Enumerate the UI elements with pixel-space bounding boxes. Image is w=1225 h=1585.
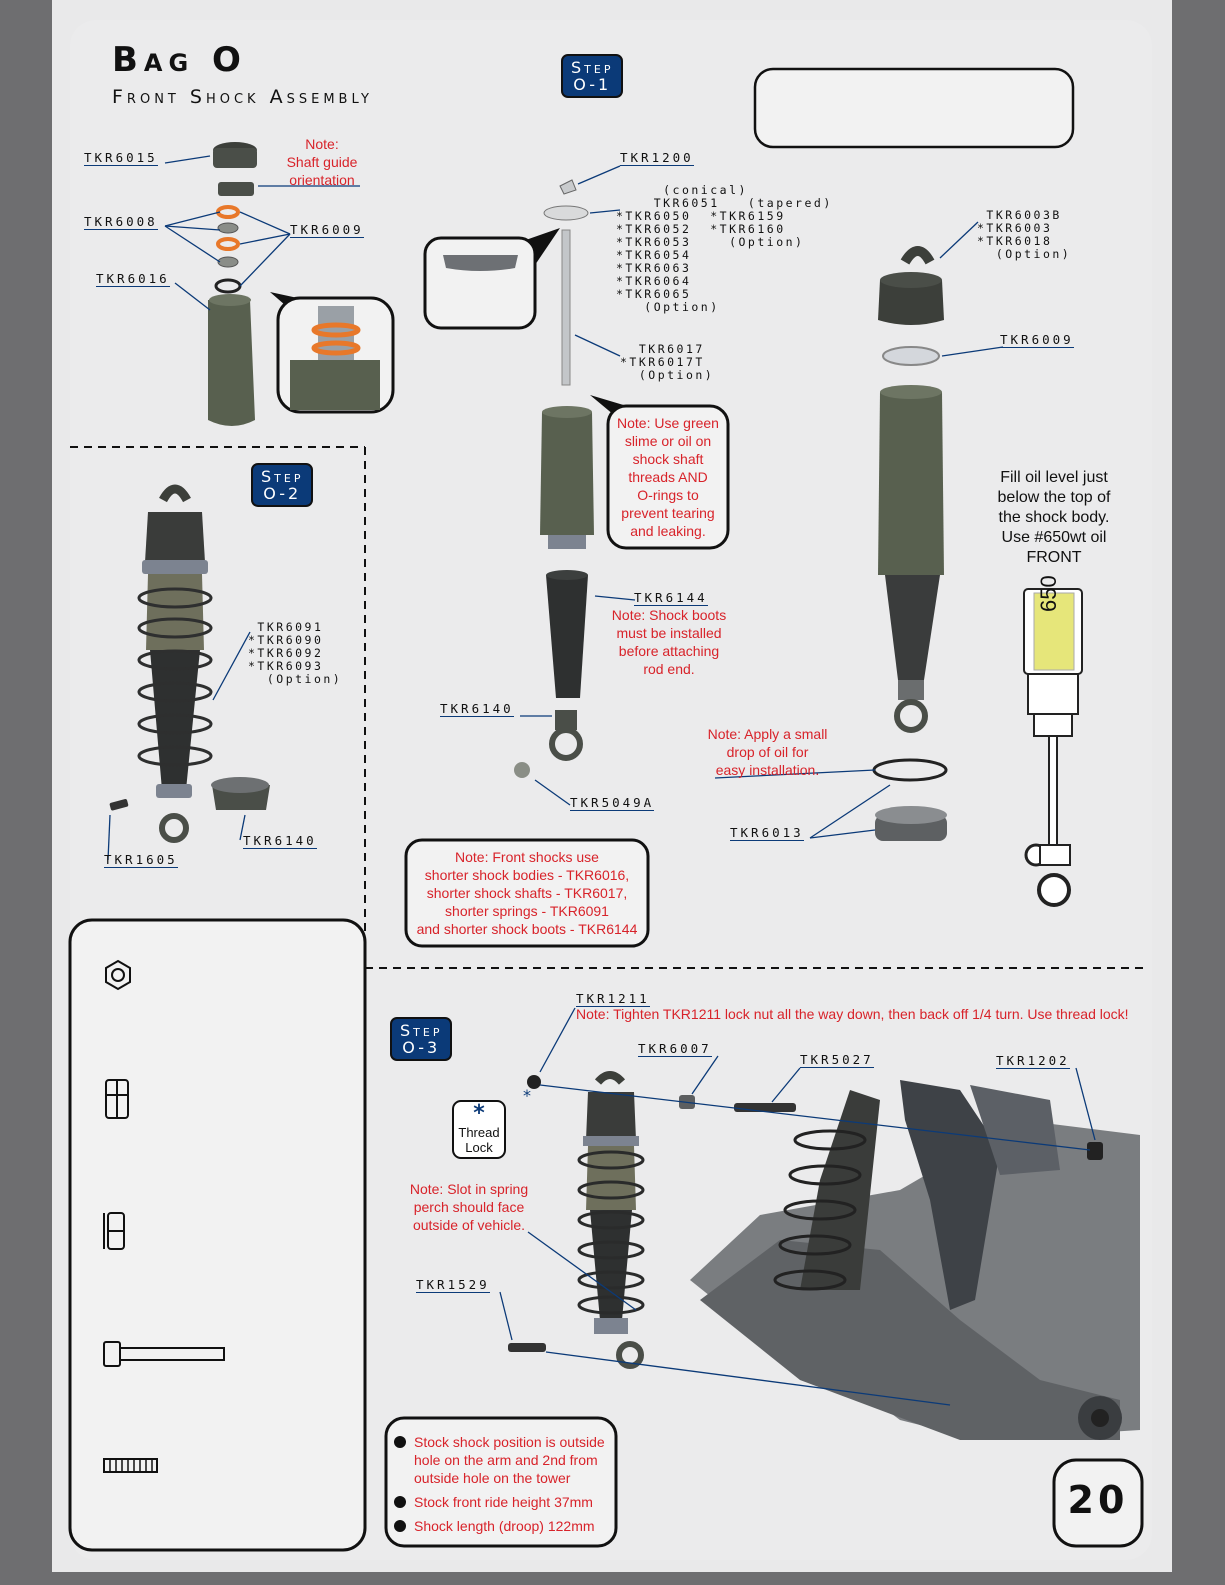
lock-nut-side-icon — [105, 1079, 129, 1119]
setup-notes-box — [384, 1416, 618, 1548]
setup-note-text: Stock shock position is outside hole on … — [414, 1434, 605, 1486]
part-label-tkr5027: TKR5027 — [800, 1052, 874, 1068]
step-label: Step — [571, 58, 614, 77]
note-oil-drop: Note: Apply a small drop of oil for easy… — [707, 726, 828, 778]
thread-lock-tag — [452, 1100, 506, 1159]
setup-notes-list: Stock shock position is outside hole on … — [394, 1433, 608, 1541]
part-label-tkr6008: TKR6008 — [84, 214, 158, 230]
part-label-tkr6015: TKR6015 — [84, 150, 158, 166]
page-number-box — [1052, 1458, 1144, 1548]
part-label-tkr6016: TKR6016 — [96, 271, 170, 287]
setup-note-item: Stock shock position is outside hole on … — [394, 1433, 608, 1487]
shaft-guide-stack-drawing — [208, 142, 257, 426]
oil-syringe-drawing — [1023, 588, 1083, 907]
part-label-tkr1605: TKR1605 — [104, 852, 178, 868]
note-fill-oil: Fill oil level just below the top of the… — [997, 469, 1111, 566]
part-label-spring-options: TKR6091 *TKR6090 *TKR6092 *TKR6093 (Opti… — [248, 620, 343, 686]
step-label: Step — [261, 467, 304, 486]
blank-note-box — [753, 67, 1075, 149]
cap-screw-icon — [103, 1341, 225, 1367]
part-label-shaft-options: TKR6017 *TKR6017T (Option) — [620, 342, 715, 382]
step-badge-o2: Step O-2 — [251, 463, 314, 507]
part-label-tkr6140: TKR6140 — [440, 701, 514, 717]
note-green-slime: Note: Use green slime or oil on shock sh… — [617, 415, 719, 539]
hardware-legend-panel — [68, 918, 367, 1552]
page-title: Bag O — [112, 40, 247, 80]
note-shaft-guide: Note: Shaft guide orientation — [286, 136, 358, 188]
oil-weight-label: 650 — [1036, 575, 1061, 612]
part-label-tkr6007: TKR6007 — [638, 1041, 712, 1057]
shock-to-install-drawing — [508, 1071, 1103, 1369]
part-label-tkr6013: TKR6013 — [730, 825, 804, 841]
note-shock-boots: Note: Shock boots must be installed befo… — [611, 607, 727, 677]
part-label-piston-options: (conical) TKR6051 (tapered) *TKR6050 *TK… — [616, 183, 833, 314]
green-slime-note-box — [606, 404, 730, 550]
step-number: O-1 — [573, 75, 612, 94]
setup-note-text: Stock front ride height 37mm — [414, 1494, 593, 1510]
page-number: 20 — [1067, 1478, 1129, 1522]
asterisk-icon: * — [473, 1101, 485, 1126]
shock-shaft-assembly-drawing — [514, 179, 594, 778]
part-label-tkr6009: TKR6009 — [290, 222, 364, 238]
page-subtitle: Front Shock Assembly — [112, 86, 373, 108]
part-label-tkr6144: TKR6144 — [634, 590, 708, 606]
thread-lock-marker: * — [523, 1086, 531, 1105]
flanged-lock-nut-icon — [103, 1212, 125, 1250]
piston-detail-bubble — [423, 236, 537, 330]
step-number: O-2 — [263, 484, 302, 503]
front-shocks-note-box — [404, 838, 650, 948]
step-label: Step — [400, 1021, 443, 1040]
part-label-tkr5049a: TKR5049A — [570, 795, 655, 811]
part-label-cap-options: TKR6003B *TKR6003 *TKR6018 (Option) — [977, 208, 1072, 261]
step-badge-o1: Step O-1 — [561, 54, 624, 98]
part-label-tkr6009-right: TKR6009 — [1000, 332, 1074, 348]
assembled-shock-drawing — [872, 246, 948, 841]
chassis-installation-drawing — [690, 1080, 1140, 1440]
note-lock-nut: Note: Tighten TKR1211 lock nut all the w… — [576, 1006, 1129, 1022]
setup-note-item: Stock front ride height 37mm — [394, 1493, 608, 1511]
setup-note-text: Shock length (droop) 122mm — [414, 1518, 595, 1534]
step-badge-o3: Step O-3 — [390, 1017, 453, 1061]
part-label-tkr1211: TKR1211 — [576, 991, 650, 1007]
shock-with-spring-drawing — [109, 484, 270, 843]
set-screw-icon — [103, 1458, 158, 1473]
setup-note-item: Shock length (droop) 122mm — [394, 1517, 608, 1535]
thread-lock-text: Thread Lock — [458, 1125, 500, 1155]
hex-nut-icon — [105, 959, 131, 991]
step-number: O-3 — [402, 1038, 441, 1057]
part-label-tkr6140-o2: TKR6140 — [243, 833, 317, 849]
part-label-tkr1202: TKR1202 — [996, 1053, 1070, 1069]
note-front-shocks: Note: Front shocks use shorter shock bod… — [416, 849, 638, 937]
note-spring-slot: Note: Slot in spring perch should face o… — [409, 1181, 529, 1233]
part-label-tkr1529: TKR1529 — [416, 1277, 490, 1293]
thread-lock-label: * Thread Lock — [453, 1101, 505, 1156]
part-label-tkr1200: TKR1200 — [620, 150, 694, 166]
